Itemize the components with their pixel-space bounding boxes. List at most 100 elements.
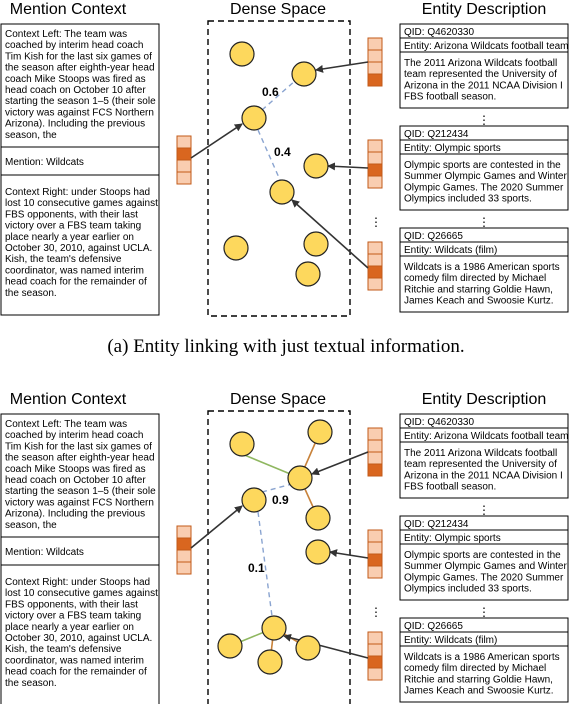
context-right-line: Kish, the team's defensive <box>5 644 122 655</box>
vector-cell <box>176 561 192 575</box>
context-left-line: Context Left: The team was <box>5 419 127 430</box>
entity-name: Entity: Wildcats (film) <box>404 245 497 256</box>
embedding-node <box>291 61 317 87</box>
context-right-line: victory over a FBS team taking <box>5 221 141 232</box>
embedding-node <box>269 179 295 205</box>
entity-description-line: Wildcats is a 1986 American sports <box>404 652 560 663</box>
projection-arrow <box>329 549 369 559</box>
vector-cell <box>367 529 383 543</box>
dense-space-box <box>207 410 351 704</box>
entity-vector <box>367 37 383 87</box>
entity-description-line: Arizona in the 2011 NCAA Division I <box>404 470 563 481</box>
vector-cell <box>176 135 192 149</box>
context-left-line: victory was against FCS Northern <box>5 107 154 118</box>
entity-description-line: Olympic Games. The 2020 Summer <box>404 182 564 193</box>
vector-cell <box>176 171 192 185</box>
context-left-line: season, the <box>5 130 57 141</box>
entity-description-header: Entity Description <box>422 1 547 18</box>
context-left-line: the season after eighth-year head <box>5 453 155 464</box>
score-low: 0.4 <box>274 145 291 159</box>
context-right-line: lost 10 consecutive games against <box>5 198 158 209</box>
context-right-line: head coach for the remainder of <box>5 667 147 678</box>
mention-vector <box>176 135 192 185</box>
context-left-line: the season after eighth-year head <box>5 63 155 74</box>
vector-cell <box>367 265 383 279</box>
entity-name: Entity: Olympic sports <box>404 533 501 544</box>
entity-description-header: Entity Description <box>422 391 547 408</box>
entity-description-line: Ritchie and starring Goldie Hawn, <box>404 284 553 295</box>
dense-space-header: Dense Space <box>230 391 326 408</box>
score-high: 0.9 <box>272 493 289 507</box>
context-right-line: the season. <box>5 678 57 689</box>
context-left-line: coach Mike Stoops was fired as <box>5 464 146 475</box>
context-left-line: head coach on October 10 after <box>5 85 146 96</box>
dense-space-box <box>207 20 351 317</box>
context-right-line: coordinator, was named interim <box>5 265 144 276</box>
vector-cell <box>367 439 383 453</box>
context-right-line: victory over a FBS team taking <box>5 611 141 622</box>
context-left-line: Context Left: The team was <box>5 29 127 40</box>
entity-description-line: The 2011 Arizona Wildcats football <box>404 58 557 69</box>
entity-name: Entity: Arizona Wildcats football team <box>404 41 569 52</box>
entity-vector <box>367 529 383 579</box>
embedding-node <box>241 487 267 513</box>
context-left-line: Tim Kish for the last six games of <box>5 441 152 452</box>
entity-description-line: FBS football season. <box>404 482 496 493</box>
context-left-line: coach Mike Stoops was fired as <box>5 74 146 85</box>
context-right-line: FBS opponents, with their last <box>5 209 138 220</box>
entity-description-line: Olympic sports are contested in the <box>404 160 561 171</box>
entity-name: Entity: Olympic sports <box>404 143 501 154</box>
vector-cell <box>176 549 192 563</box>
ellipsis: ⋮ <box>370 215 382 229</box>
vector-cell <box>176 525 192 539</box>
vector-cell <box>367 667 383 681</box>
entity-description-line: FBS football season. <box>404 92 496 103</box>
vector-cell <box>176 537 192 551</box>
embedding-node <box>257 649 283 675</box>
entity-description-line: Summer Olympic Games and Winter <box>404 561 567 572</box>
entity-description-line: Arizona in the 2011 NCAA Division I <box>404 80 563 91</box>
entity-description-line: Wildcats is a 1986 American sports <box>404 262 560 273</box>
entity-qid: QID: Q212434 <box>404 129 469 140</box>
entity-description-line: Summer Olympic Games and Winter <box>404 171 567 182</box>
projection-arrow <box>315 61 369 73</box>
mention-context-box <box>0 23 160 316</box>
entity-description-line: James Keach and Swoosie Kurtz. <box>404 686 554 697</box>
context-right-line: October 30, 2010, against UCLA. <box>5 243 152 254</box>
vector-cell <box>367 73 383 87</box>
context-right-line: the season. <box>5 288 57 299</box>
entity-description-line: Ritchie and starring Goldie Hawn, <box>404 674 553 685</box>
ellipsis: ⋮ <box>478 113 490 127</box>
vector-cell <box>176 147 192 161</box>
context-left-line: head coach on October 10 after <box>5 475 146 486</box>
entity-vector <box>367 427 383 477</box>
vector-cell <box>367 427 383 441</box>
vector-cell <box>367 61 383 75</box>
vector-cell <box>176 159 192 173</box>
embedding-node <box>217 633 243 659</box>
embedding-node <box>223 235 249 261</box>
vector-cell <box>367 139 383 153</box>
embedding-node <box>295 635 321 661</box>
ellipsis: ⋮ <box>478 503 490 517</box>
context-right-line: head coach for the remainder of <box>5 277 147 288</box>
context-right-line: FBS opponents, with their last <box>5 599 138 610</box>
entity-description-line: comedy film directed by Michael <box>404 273 546 284</box>
entity-description-line: Olympic sports are contested in the <box>404 550 561 561</box>
ellipsis: ⋮ <box>370 605 382 619</box>
entity-qid: QID: Q212434 <box>404 519 469 530</box>
context-right-line: October 30, 2010, against UCLA. <box>5 633 152 644</box>
embedding-node <box>303 231 329 257</box>
mention-vector <box>176 525 192 575</box>
mention-context-header: Mention Context <box>10 1 127 18</box>
context-left-line: Tim Kish for the last six games of <box>5 51 152 62</box>
entity-vector <box>367 241 383 291</box>
vector-cell <box>367 463 383 477</box>
projection-arrow <box>327 162 369 171</box>
entity-description-line: James Keach and Swoosie Kurtz. <box>404 296 554 307</box>
